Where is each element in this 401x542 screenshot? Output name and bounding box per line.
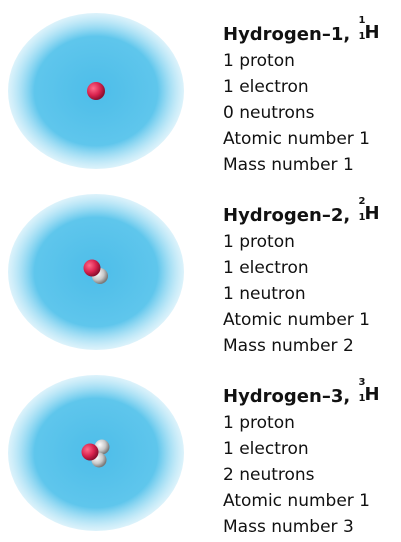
proton: [87, 82, 105, 100]
element-symbol: H: [364, 203, 380, 224]
atomic-number-subscript: 1: [358, 31, 366, 42]
neutron-count: 2 neutrons: [223, 465, 315, 485]
mass-number-superscript: 2: [358, 196, 366, 207]
isotope-name: Hydrogen–1,: [223, 24, 351, 45]
atomic-number: Atomic number 1: [223, 491, 370, 511]
isotope-heading: Hydrogen–2, 2 1 H: [223, 197, 399, 229]
electron-count: 1 electron: [223, 258, 309, 278]
nuclide-notation: 3 1 H: [356, 378, 380, 405]
isotope-name: Hydrogen–2,: [223, 205, 351, 226]
atomic-number-subscript: 1: [358, 393, 366, 404]
atom-hydrogen-2-illustration: [8, 194, 184, 350]
isotope-hydrogen-3: Hydrogen–3, 3 1 H 1 proton 1 electron 2 …: [0, 362, 401, 542]
nuclide-notation: 1 1 H: [356, 16, 380, 43]
element-symbol: H: [364, 384, 380, 405]
atomic-number-subscript: 1: [358, 212, 366, 223]
isotope-hydrogen-2: Hydrogen–2, 2 1 H 1 proton 1 electron 1 …: [0, 181, 401, 361]
electron-count: 1 electron: [223, 439, 309, 459]
atom-hydrogen-1-illustration: [8, 13, 184, 169]
proton-count: 1 proton: [223, 413, 295, 433]
electron-count: 1 electron: [223, 77, 309, 97]
proton: [81, 443, 99, 461]
atom-hydrogen-3-illustration: [8, 375, 184, 531]
isotope-info: Hydrogen–1, 1 1 H 1 proton 1 electron 0 …: [223, 16, 399, 178]
isotope-heading: Hydrogen–1, 1 1 H: [223, 16, 399, 48]
neutron-count: 0 neutrons: [223, 103, 315, 123]
proton: [83, 259, 101, 277]
neutron-count: 1 neutron: [223, 284, 306, 304]
isotope-heading: Hydrogen–3, 3 1 H: [223, 378, 399, 410]
isotope-hydrogen-1: Hydrogen–1, 1 1 H 1 proton 1 electron 0 …: [0, 0, 401, 180]
element-symbol: H: [364, 22, 380, 43]
atomic-number: Atomic number 1: [223, 310, 370, 330]
isotope-name: Hydrogen–3,: [223, 386, 351, 407]
isotope-info: Hydrogen–3, 3 1 H 1 proton 1 electron 2 …: [223, 378, 399, 540]
isotope-info: Hydrogen–2, 2 1 H 1 proton 1 electron 1 …: [223, 197, 399, 359]
proton-count: 1 proton: [223, 232, 295, 252]
nuclide-notation: 2 1 H: [356, 197, 380, 224]
mass-number: Mass number 3: [223, 517, 354, 537]
mass-number: Mass number 2: [223, 336, 354, 356]
mass-number-superscript: 1: [358, 15, 366, 26]
proton-count: 1 proton: [223, 51, 295, 71]
mass-number: Mass number 1: [223, 155, 354, 175]
atomic-number: Atomic number 1: [223, 129, 370, 149]
mass-number-superscript: 3: [358, 377, 366, 388]
